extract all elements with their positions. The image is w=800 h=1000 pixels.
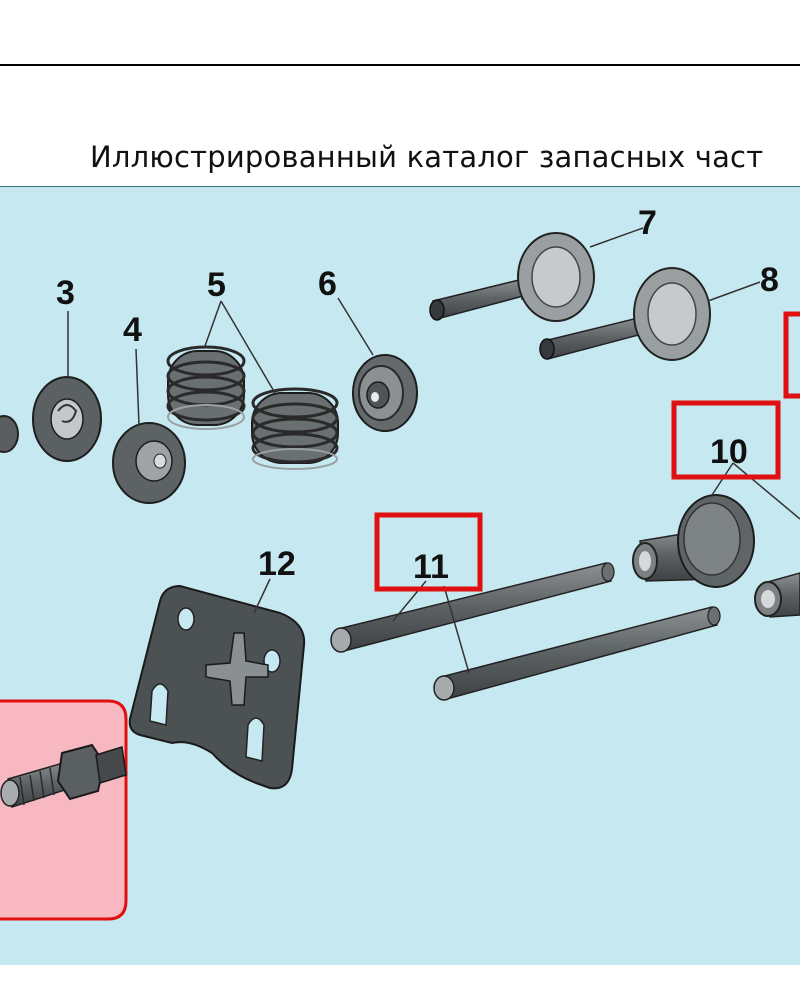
part-3-washer (32, 376, 102, 462)
part-5-spring-b (251, 387, 339, 470)
header-rule (0, 64, 800, 66)
part-12-guide-plate (128, 584, 306, 790)
part-11-pushrod-a (330, 562, 615, 653)
highlight-box-right-edge (783, 311, 800, 399)
part-6-cup (352, 354, 418, 432)
callout-4: 4 (123, 311, 142, 349)
part-left-edge (0, 415, 19, 453)
highlight-box-10 (671, 400, 781, 480)
part-5-spring-a (166, 345, 246, 430)
part-10-tappet-b (754, 572, 800, 618)
callout-8: 8 (760, 261, 779, 299)
stud-bolt-panel (0, 699, 128, 921)
callout-6: 6 (318, 265, 337, 303)
parts-diagram-panel: 3 4 5 6 7 (0, 186, 800, 965)
highlight-box-11 (374, 512, 483, 592)
title-area: Иллюстрированный каталог запасных част (0, 130, 800, 186)
part-4-retainer (112, 422, 186, 504)
part-7-valve (429, 232, 595, 322)
callout-10: 10 (710, 433, 748, 471)
callout-12: 12 (258, 545, 296, 583)
part-8-valve (539, 267, 711, 361)
callout-11: 11 (413, 548, 449, 586)
part-10-tappet-a (632, 494, 755, 588)
callout-7: 7 (638, 204, 657, 242)
callout-5: 5 (207, 266, 226, 304)
parts-diagram: 3 4 5 6 7 (0, 204, 800, 921)
part-11-pushrod-b (433, 606, 721, 701)
page-title: Иллюстрированный каталог запасных част (90, 140, 764, 174)
callout-3: 3 (56, 274, 75, 312)
